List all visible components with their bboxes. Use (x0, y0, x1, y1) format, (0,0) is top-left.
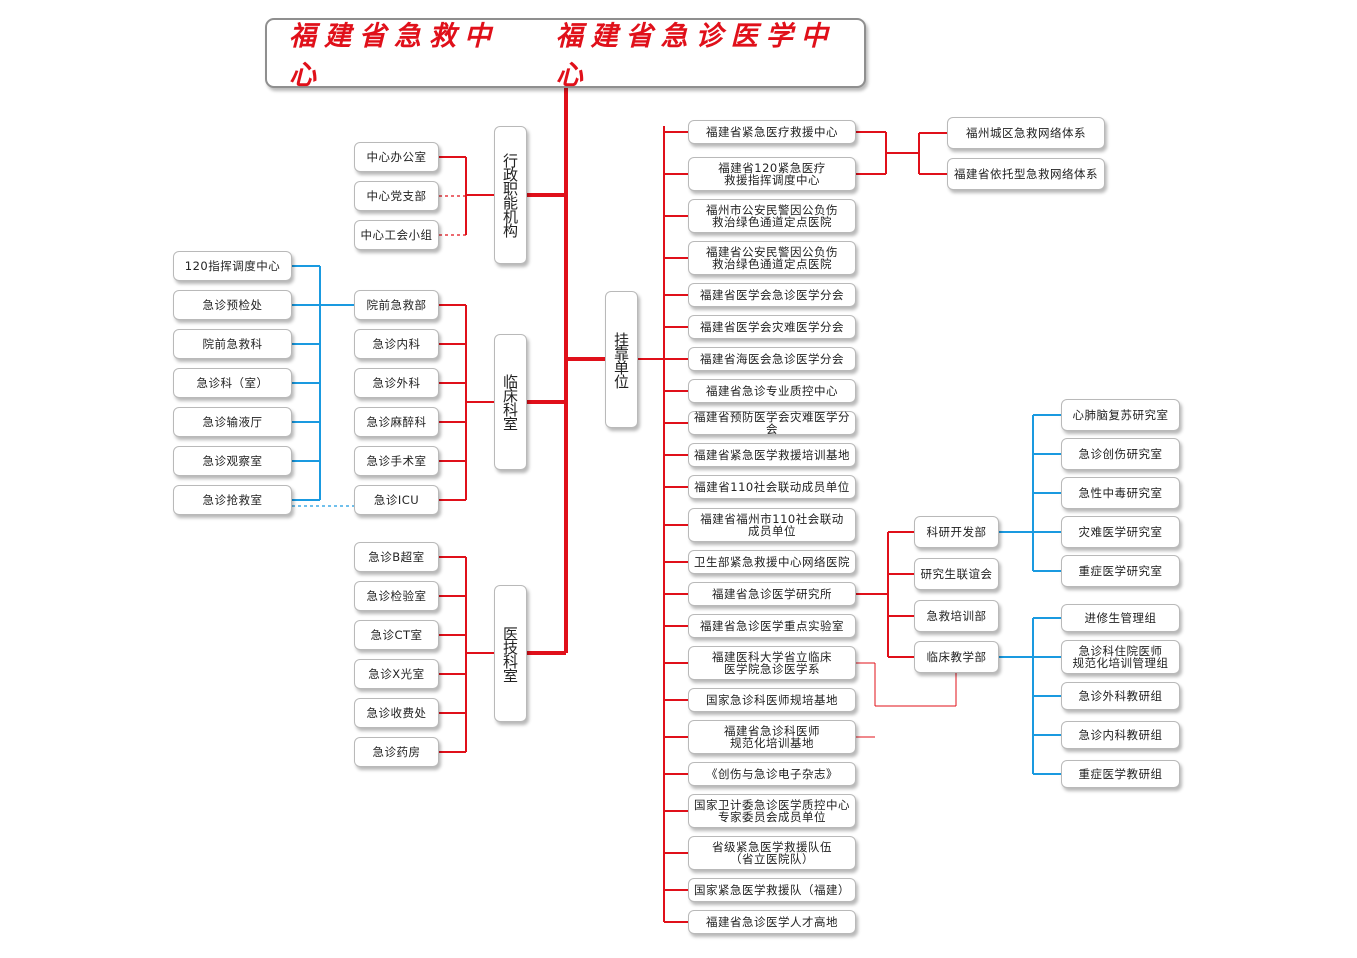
affiliated-unit: 福建省福州市110社会联动 成员单位 (688, 508, 856, 542)
medtech-unit: 急诊X光室 (354, 659, 439, 689)
medtech-unit: 急诊CT室 (354, 620, 439, 650)
prehospital-unit: 急诊预检处 (173, 290, 292, 320)
affiliated-unit: 福建省急诊专业质控中心 (688, 379, 856, 403)
affiliated-unit: 福建省急诊科医师 规范化培训基地 (688, 720, 856, 754)
teaching-unit: 急诊外科教研组 (1061, 682, 1180, 710)
teaching-unit: 急诊科住院医师 规范化培训管理组 (1061, 640, 1180, 674)
group-medtech-label: 医技科室 (501, 625, 519, 682)
affiliated-unit: 福建省医学会灾难医学分会 (688, 315, 856, 339)
group-affiliated-label: 挂靠单位 (612, 331, 630, 388)
affiliated-unit: 国家卫计委急诊医学质控中心 专家委员会成员单位 (688, 794, 856, 828)
affiliated-unit: 福建省急诊医学重点实验室 (688, 614, 856, 638)
affiliated-unit: 福建省急诊医学研究所 (688, 582, 856, 606)
prehospital-unit: 急诊科（室） (173, 368, 292, 398)
admin-unit: 中心党支部 (354, 181, 439, 211)
medtech-unit: 急诊检验室 (354, 581, 439, 611)
research-unit: 急诊创伤研究室 (1061, 438, 1180, 470)
affiliated-unit: 福建省110社会联动成员单位 (688, 475, 856, 499)
institute-unit: 急救培训部 (914, 600, 999, 632)
affiliated-unit: 福建省急诊医学人才高地 (688, 910, 856, 934)
medtech-unit: 急诊药房 (354, 737, 439, 767)
teaching-unit: 进修生管理组 (1061, 604, 1180, 632)
prehospital-unit: 院前急救科 (173, 329, 292, 359)
research-unit: 心肺脑复苏研究室 (1061, 399, 1180, 431)
affiliated-unit: 福建省预防医学会灾难医学分会 (688, 410, 856, 435)
affiliated-unit: 福建省紧急医学救援培训基地 (688, 443, 856, 467)
page-title: 福建省急救中心 福建省急诊医学中心 (265, 18, 866, 91)
network-unit: 福建省依托型急救网络体系 (947, 158, 1105, 190)
teaching-unit: 急诊内科教研组 (1061, 721, 1180, 749)
prehospital-unit: 急诊输液厅 (173, 407, 292, 437)
affiliated-unit: 福建省公安民警因公负伤 救治绿色通道定点医院 (688, 241, 856, 275)
research-unit: 灾难医学研究室 (1061, 516, 1180, 548)
institute-unit: 研究生联谊会 (914, 558, 999, 590)
affiliated-unit: 《创伤与急诊电子杂志》 (688, 762, 856, 786)
clinical-unit: 急诊内科 (354, 329, 439, 359)
group-clinical-label: 临床科室 (501, 374, 519, 430)
clinical-unit: 院前急救部 (354, 290, 439, 320)
title-left: 福建省急救中心 (289, 21, 499, 91)
group-medtech: 医技科室 (494, 585, 527, 722)
affiliated-unit: 卫生部紧急救援中心网络医院 (688, 550, 856, 574)
affiliated-unit: 福建省海医会急诊医学分会 (688, 347, 856, 371)
institute-unit: 临床教学部 (914, 641, 999, 673)
teaching-unit: 重症医学教研组 (1061, 760, 1180, 788)
medtech-unit: 急诊收费处 (354, 698, 439, 728)
prehospital-unit: 急诊观察室 (173, 446, 292, 476)
group-admin: 行政职能机构 (494, 126, 527, 264)
prehospital-unit: 120指挥调度中心 (173, 251, 292, 281)
affiliated-unit: 福州市公安民警因公负伤 救治绿色通道定点医院 (688, 199, 856, 233)
title-right: 福建省急诊医学中心 (555, 21, 836, 91)
affiliated-unit: 福建省医学会急诊医学分会 (688, 283, 856, 307)
group-affiliated: 挂靠单位 (605, 291, 638, 428)
affiliated-unit: 国家紧急医学救援队（福建） (688, 878, 856, 902)
affiliated-unit: 国家急诊科医师规培基地 (688, 688, 856, 712)
clinical-unit: 急诊麻醉科 (354, 407, 439, 437)
prehospital-unit: 急诊抢救室 (173, 485, 292, 515)
medtech-unit: 急诊B超室 (354, 542, 439, 572)
admin-unit: 中心工会小组 (354, 220, 439, 250)
affiliated-unit: 福建省120紧急医疗 救援指挥调度中心 (688, 157, 856, 191)
group-clinical: 临床科室 (494, 334, 527, 470)
research-unit: 重症医学研究室 (1061, 555, 1180, 587)
admin-unit: 中心办公室 (354, 142, 439, 172)
clinical-unit: 急诊ICU (354, 485, 439, 515)
group-admin-label: 行政职能机构 (501, 153, 519, 237)
affiliated-unit: 省级紧急医学救援队伍 （省立医院队） (688, 836, 856, 870)
institute-unit: 科研开发部 (914, 516, 999, 548)
affiliated-unit: 福建省紧急医疗救援中心 (688, 120, 856, 144)
research-unit: 急性中毒研究室 (1061, 477, 1180, 509)
clinical-unit: 急诊外科 (354, 368, 439, 398)
network-unit: 福州城区急救网络体系 (947, 117, 1105, 149)
affiliated-unit: 福建医科大学省立临床 医学院急诊医学系 (688, 646, 856, 680)
clinical-unit: 急诊手术室 (354, 446, 439, 476)
